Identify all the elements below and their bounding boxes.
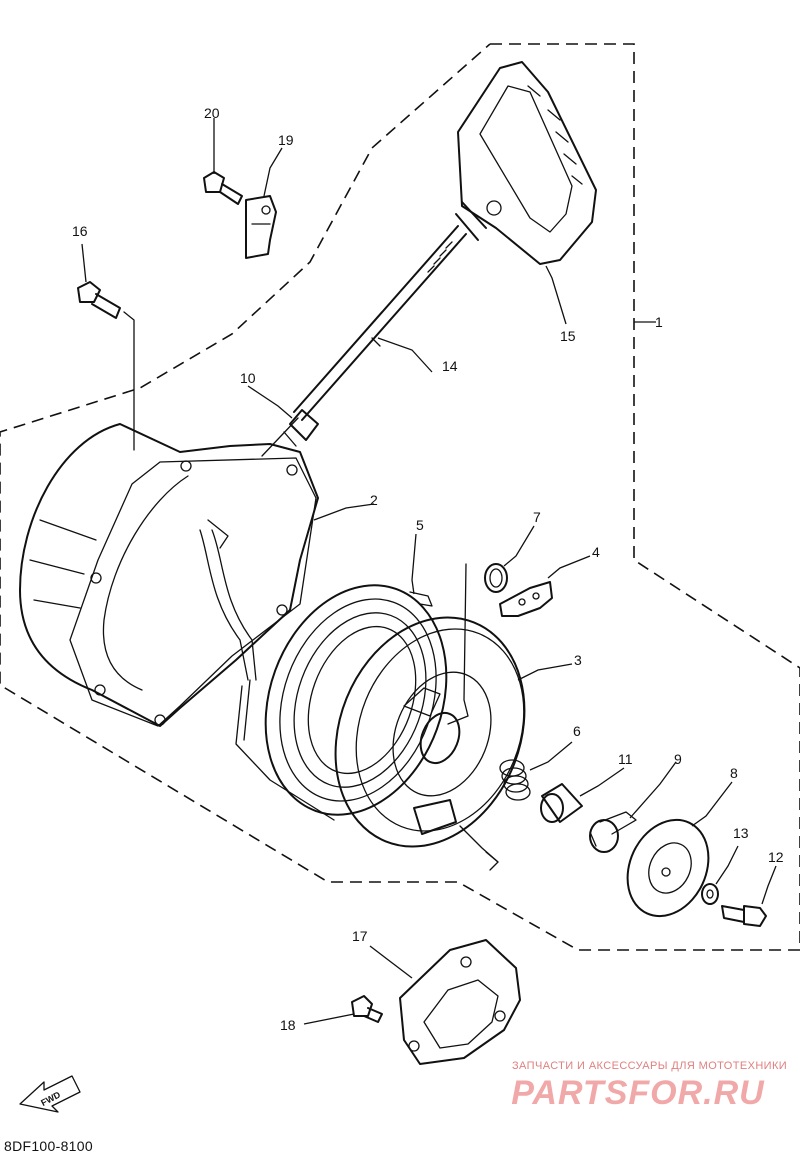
- label-part-14: 14: [442, 358, 458, 374]
- label-part-6: 6: [573, 723, 581, 739]
- label-part-19: 19: [278, 132, 294, 148]
- washer: [701, 883, 719, 905]
- label-part-3: 3: [574, 652, 582, 668]
- reel-cover: [399, 939, 521, 1065]
- fwd-arrow-icon: FWD: [19, 1075, 81, 1113]
- drive-plate: [626, 818, 710, 918]
- drive-pawl: [499, 581, 553, 617]
- label-part-2: 2: [370, 492, 378, 508]
- label-part-9: 9: [674, 751, 682, 767]
- label-part-18: 18: [280, 1017, 296, 1033]
- label-part-20: 20: [204, 105, 220, 121]
- rope-grommet: [283, 409, 319, 447]
- label-part-1: 1: [655, 314, 663, 330]
- diagram-code: 8DF100-8100: [4, 1138, 93, 1154]
- return-spring: [499, 759, 531, 801]
- label-part-5: 5: [416, 517, 424, 533]
- label-part-17: 17: [352, 928, 368, 944]
- label-part-13: 13: [733, 825, 749, 841]
- bracket-bolt: [203, 171, 243, 205]
- label-part-12: 12: [768, 849, 784, 865]
- friction-plate: [589, 811, 637, 853]
- label-part-11: 11: [618, 751, 633, 767]
- fwd-label: FWD: [39, 1089, 62, 1108]
- label-part-7: 7: [533, 509, 541, 525]
- rope-reel: [235, 563, 526, 871]
- starter-case: [19, 423, 319, 727]
- part-labels: 1 2 3 4 5 6 7 8 9 10 11 12 13 14 15 16 1…: [72, 105, 784, 1033]
- label-part-16: 16: [72, 223, 88, 239]
- leader-lines: [81, 118, 777, 1025]
- recoil-spring: [264, 584, 448, 816]
- pawl-spring: [484, 563, 508, 593]
- assembly-boundary: [0, 43, 800, 951]
- cover-screw: [351, 995, 383, 1023]
- starter-rope: [261, 225, 467, 457]
- label-part-15: 15: [560, 328, 576, 344]
- center-bolt: [721, 905, 767, 927]
- guide-bracket: [245, 195, 277, 259]
- watermark-subtitle: ЗАПЧАСТИ И АКСЕССУАРЫ ДЛЯ МОТОТЕХНИКИ: [512, 1060, 788, 1072]
- collar: [540, 783, 583, 823]
- watermark-brand: PARTSFOR.RU: [511, 1074, 765, 1112]
- starter-handle: [455, 61, 597, 265]
- label-part-4: 4: [592, 544, 600, 560]
- label-part-8: 8: [730, 765, 738, 781]
- watermark-logo: PARTSFOR.RU: [511, 1074, 765, 1112]
- case-bolt: [77, 281, 135, 451]
- label-part-10: 10: [240, 370, 256, 386]
